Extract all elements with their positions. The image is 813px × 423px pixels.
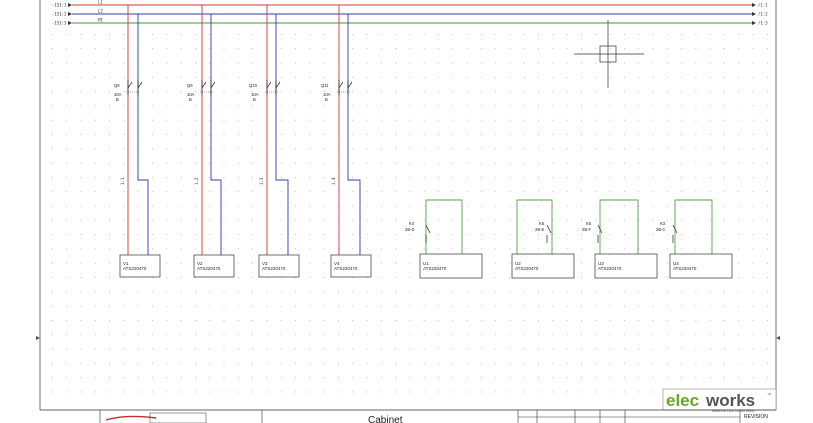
relay-unit-id: U1 <box>423 261 429 266</box>
bus-left-tag-1: -1S1:1 <box>52 3 67 8</box>
breaker-circuit[interactable]: Q9 10A B 1.2 V2 ATS220470 <box>187 5 235 278</box>
power-unit-id: V1 <box>123 261 129 266</box>
breaker-poles: B <box>116 97 119 102</box>
relay-contact-ref: 2B-E <box>535 227 545 232</box>
relay-unit-id: U3 <box>598 261 604 266</box>
bus-left-tag-3: -1S1:3 <box>52 21 67 26</box>
relay-contact-ref: 2B-C <box>656 227 666 232</box>
relay-contact-tag: K5 <box>539 221 545 226</box>
relay-unit-box[interactable] <box>594 253 658 279</box>
relay-unit-part: ATS220470 <box>673 266 697 271</box>
relay-unit-id: U2 <box>515 261 521 266</box>
relay-contact-ref: 2B-F <box>582 227 592 232</box>
power-unit-box[interactable] <box>119 254 161 278</box>
power-unit-box[interactable] <box>193 254 235 278</box>
wire-ref: 1.2 <box>194 177 199 185</box>
page-title: Cabinet <box>368 415 403 423</box>
relay-contact-tag: K3 <box>660 221 666 226</box>
relay-contact-ref: 2B-D <box>405 227 415 232</box>
crosshair-cursor-icon <box>574 20 644 88</box>
breaker-tag: Q8 <box>114 83 120 88</box>
breaker-circuit[interactable]: Q10 10A B 1.3 V3 ATS220470 <box>249 5 300 278</box>
relay-unit[interactable]: K3 2B-C U4 ATS220470 <box>656 199 733 279</box>
breaker-tag: Q10 <box>249 83 258 88</box>
logo-tm: ™ <box>767 392 771 397</box>
breaker-rating: 10A <box>323 92 331 97</box>
relay-unit-box[interactable] <box>419 253 483 279</box>
relay-unit-part: ATS220470 <box>423 266 447 271</box>
breaker-tag: Q11 <box>321 83 329 88</box>
breaker-rating: 10A <box>187 92 195 97</box>
bus-left-tag-2: -1S1:2 <box>52 12 67 17</box>
breaker-rating: 10A <box>114 92 122 97</box>
title-block: Cabinet REVISION <box>40 409 776 423</box>
power-unit-part: ATS220470 <box>334 266 358 271</box>
logo-brand-b: works <box>705 391 755 410</box>
power-unit-part: ATS220470 <box>262 266 286 271</box>
breaker-circuit[interactable]: Q8 10A B 1.1 V1 ATS220470 <box>114 5 161 278</box>
relay-unit[interactable]: K4 2B-D U1 ATS220470 <box>405 199 483 279</box>
bus-right-tag-1: /1:1 <box>758 3 768 8</box>
relay-unit-id: U4 <box>673 261 679 266</box>
relay-contact-tag: K4 <box>409 221 415 226</box>
relay-unit[interactable]: K5 2B-E U2 ATS220470 <box>511 199 575 279</box>
power-unit-part: ATS220470 <box>123 266 147 271</box>
wire-ref: 1.3 <box>259 177 264 185</box>
sheet-border <box>36 0 780 410</box>
breaker-circuit[interactable]: Q11 10A B 1.4 V4 ATS220470 <box>321 5 372 278</box>
relay-unit[interactable]: K6 2B-F U3 ATS220470 <box>582 199 658 279</box>
relay-unit-part: ATS220470 <box>515 266 539 271</box>
company-logo-icon <box>105 415 157 421</box>
breaker-poles: B <box>189 97 192 102</box>
wire-ref: 1.1 <box>120 177 125 185</box>
relay-contact-tag: K6 <box>586 221 592 226</box>
power-unit-id: V3 <box>262 261 268 266</box>
relay-unit-box[interactable] <box>669 253 733 279</box>
power-unit-part: ATS220470 <box>197 266 221 271</box>
breaker-poles: B <box>325 97 328 102</box>
relay-unit-part: ATS220470 <box>598 266 622 271</box>
power-unit-id: V2 <box>197 261 203 266</box>
bus-line-label-2: L2 <box>98 9 103 14</box>
logo-tagline: electrical CAD for the world <box>712 409 754 413</box>
elecworks-logo: elec works ™ electrical CAD for the worl… <box>662 388 777 413</box>
power-unit-box[interactable] <box>258 254 300 278</box>
bus-bars: -1S1:1 -1S1:2 -1S1:3 L1 L2 PE /1:1 /1:2 … <box>52 0 768 26</box>
bus-right-tag-3: /1:3 <box>758 21 768 26</box>
wire-ref: 1.4 <box>331 177 336 185</box>
power-unit-id: V4 <box>334 261 340 266</box>
relay-unit-box[interactable] <box>511 253 575 279</box>
bus-line-label-3: PE <box>98 18 103 23</box>
breaker-rating: 10A <box>251 92 259 97</box>
revision-label: REVISION <box>744 414 768 420</box>
logo-brand-a: elec <box>666 391 699 410</box>
grid-dots <box>52 34 768 393</box>
breaker-poles: B <box>253 97 256 102</box>
bus-line-label-1: L1 <box>98 0 103 5</box>
breaker-tag: Q9 <box>187 83 193 88</box>
bus-right-tag-2: /1:2 <box>758 12 768 17</box>
power-unit-box[interactable] <box>330 254 372 278</box>
